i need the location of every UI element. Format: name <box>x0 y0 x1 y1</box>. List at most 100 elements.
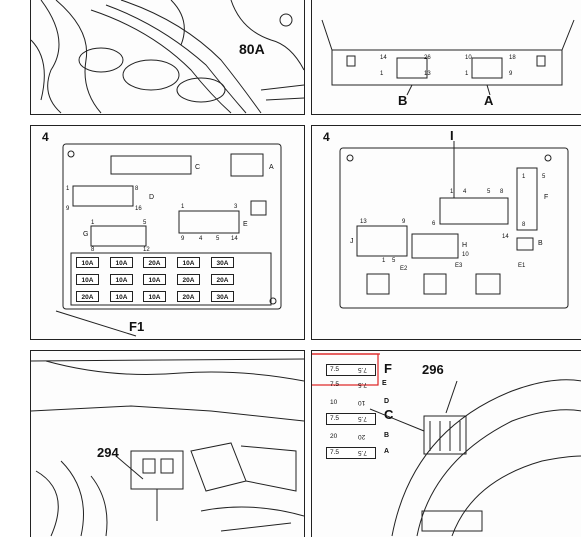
fuse: 20A <box>143 257 166 268</box>
pin-label: 10 <box>462 252 469 258</box>
fuse-rating-mirrored: 7.5 <box>358 415 368 422</box>
fuse-slot <box>326 447 376 459</box>
fuse-rating-mirrored: 10 <box>358 399 366 406</box>
pin-label: 3 <box>234 204 238 210</box>
fuse-table-row: 7.5 7.5 E <box>326 379 387 391</box>
connector-label-d: D <box>149 194 155 201</box>
engine-bay-drawing <box>31 0 304 114</box>
fuse: 30A <box>211 291 234 302</box>
fuse-rating-mirrored: 7.5 <box>358 366 368 373</box>
fuse: 20A <box>177 274 200 285</box>
connector-label-a: A <box>484 93 494 108</box>
fuse-rating: 20 <box>330 433 338 440</box>
pin-label: 8 <box>500 189 504 195</box>
connector-label-f: F <box>544 194 549 201</box>
panel-relay-box-i: 4 I F J H B E2 E3 E1 1 4 5 8 13 9 1 5 6 … <box>311 125 581 340</box>
pin-label: 9 <box>402 219 406 225</box>
fuse-table-row: 7.5 7.5 <box>326 364 376 376</box>
pin-label: 4 <box>463 189 467 195</box>
fuse: 10A <box>76 274 99 285</box>
pin-label: 1 <box>181 204 185 210</box>
panel-dashboard-294: 294 <box>30 350 305 537</box>
dashboard-drawing <box>31 358 304 537</box>
label-80a: 80A <box>239 41 265 57</box>
pin-label: 26 <box>424 55 431 61</box>
pin-label: 10 <box>465 55 472 61</box>
connector-label-g: G <box>83 231 89 238</box>
pin-label: 12 <box>143 247 150 253</box>
pin-label: 1 <box>91 220 95 226</box>
connector-label-e2: E2 <box>400 266 408 272</box>
fuse: 10A <box>110 274 133 285</box>
pin-label: 9 <box>66 206 70 212</box>
fuse-rating: 7.5 <box>330 415 340 422</box>
pin-label: 1 <box>522 174 526 180</box>
pin-label: 5 <box>216 236 220 242</box>
pin-label: 8 <box>135 186 139 192</box>
fuse: 10A <box>110 257 133 268</box>
ref-number-4: 4 <box>323 130 330 144</box>
fuse-code: E <box>382 380 387 387</box>
connector-label-h: H <box>462 242 468 249</box>
connector-label-a: A <box>269 164 274 171</box>
fuse-rating-mirrored: 20 <box>358 433 366 440</box>
pin-label: 1 <box>450 189 454 195</box>
ref-number-4: 4 <box>42 130 49 144</box>
fuse: 10A <box>76 257 99 268</box>
connector-label-j: J <box>350 238 354 245</box>
connector-label-c: C <box>195 164 201 171</box>
callout-f1: F1 <box>129 319 145 334</box>
panel-engine-bay-80a: 80A <box>30 0 305 115</box>
callout-f: F <box>384 361 392 376</box>
connector-label-e3: E3 <box>455 263 463 269</box>
pin-label: 14 <box>502 234 509 240</box>
panel-fuse-table-296: 7.5 7.5 7.5 7.5 E 10 10 D 7.5 7.5 20 20 … <box>311 350 581 537</box>
fuse-box-drawing <box>55 143 282 337</box>
wheel-arch-drawing <box>312 353 581 537</box>
fuse-table-row: 7.5 7.5 A <box>326 447 389 459</box>
pin-label: 18 <box>509 55 516 61</box>
pin-label: 1 <box>66 186 70 192</box>
pin-label: 1 <box>380 71 384 77</box>
relay-box-drawing <box>339 141 569 309</box>
fuse-slot <box>326 364 376 376</box>
pin-label: 1 <box>382 258 386 264</box>
pin-label: 8 <box>522 222 526 228</box>
pin-label: 14 <box>231 236 238 242</box>
fuse-rating: 7.5 <box>330 366 340 373</box>
connector-label-b: B <box>398 93 408 108</box>
pin-label: 9 <box>181 236 185 242</box>
connector-label-b: B <box>538 240 543 247</box>
fuse: 20A <box>177 291 200 302</box>
fuse-rating: 7.5 <box>330 381 340 388</box>
fuse-f1: 10A <box>143 291 166 302</box>
fuse: 20A <box>76 291 99 302</box>
panel-fuse-box-f1: 4 C A D E G 1 8 9 16 1 5 8 12 1 3 9 4 5 … <box>30 125 305 340</box>
pin-label: 6 <box>432 221 436 227</box>
callout-c: C <box>384 407 394 422</box>
connector-housing-drawing <box>321 19 575 96</box>
pin-label: 16 <box>135 206 142 212</box>
fuse-rating-mirrored: 7.5 <box>358 449 368 456</box>
fuse: 10A <box>177 257 200 268</box>
callout-296: 296 <box>422 362 444 377</box>
fuse-rating: 10 <box>330 399 338 406</box>
callout-294: 294 <box>97 445 119 460</box>
pin-label: 5 <box>487 189 491 195</box>
connector-label-e: E <box>243 221 248 228</box>
fuse-table-row: 10 10 D <box>326 397 389 409</box>
pin-label: 1 <box>465 71 469 77</box>
fuse-code: B <box>384 432 390 439</box>
fuse-slot <box>326 413 376 425</box>
fuse: 10A <box>110 291 133 302</box>
panel-connectors-b-a: 14 26 10 18 1 13 1 9 B A <box>311 0 581 115</box>
fuse: 20A <box>211 274 234 285</box>
pin-label: 13 <box>424 71 431 77</box>
pin-label: 5 <box>143 220 147 226</box>
fuse-rating-mirrored: 7.5 <box>358 381 368 388</box>
pin-label: 14 <box>380 55 387 61</box>
fuse-code: D <box>384 398 390 405</box>
fuse-table-row: 7.5 7.5 <box>326 413 376 425</box>
fuse: 30A <box>211 257 234 268</box>
callout-i: I <box>450 128 454 143</box>
